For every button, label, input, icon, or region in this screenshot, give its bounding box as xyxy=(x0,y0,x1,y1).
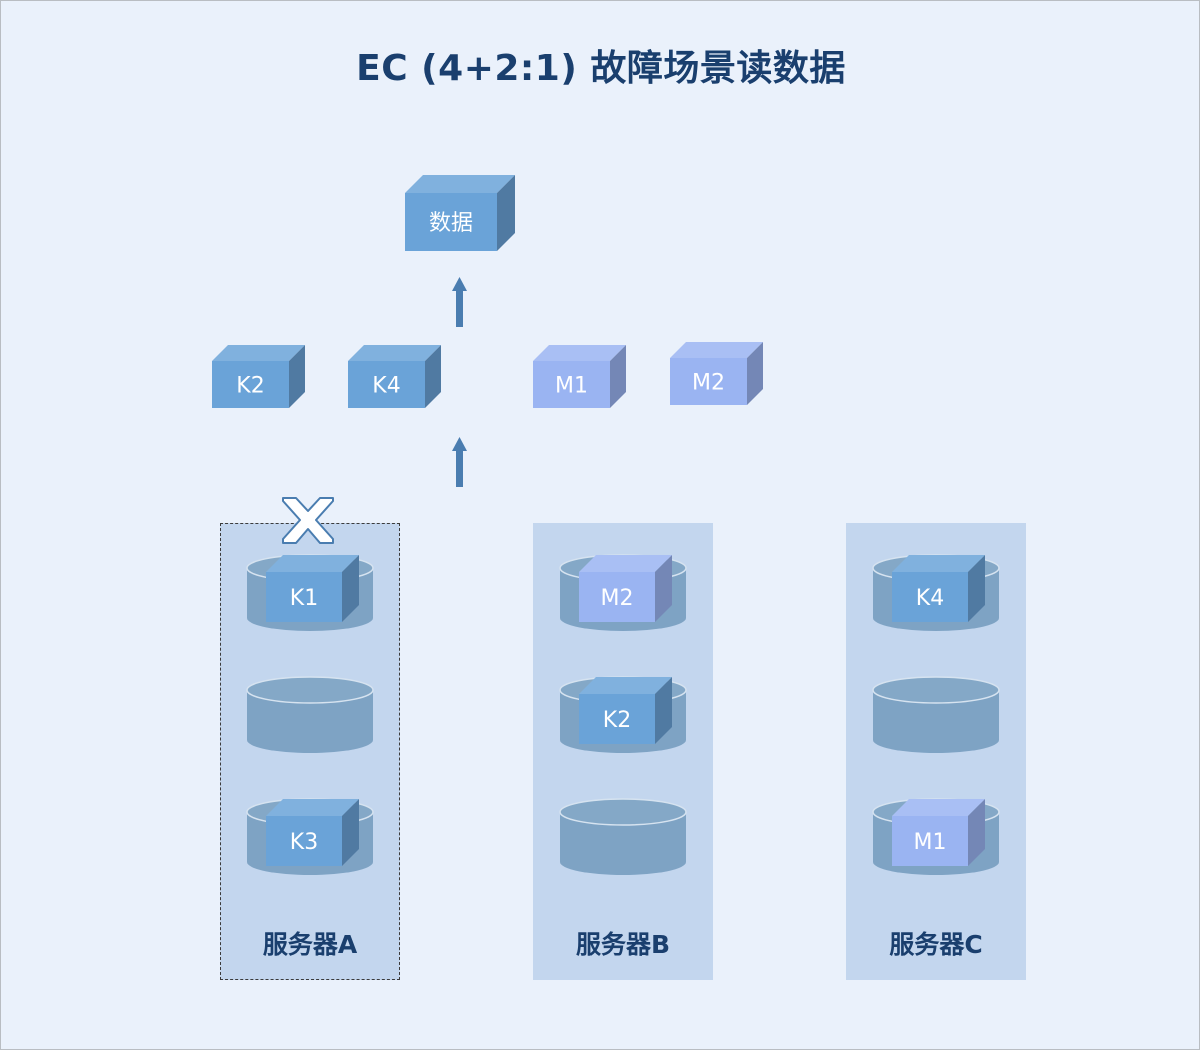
block-label: K4 xyxy=(916,586,944,611)
stored-block-k2: K2 xyxy=(579,677,672,744)
block-label: K4 xyxy=(372,373,400,398)
disk-c-2 xyxy=(872,676,1000,753)
arrow-up-icon xyxy=(452,437,467,487)
server-a-label: 服务器A xyxy=(262,930,358,959)
server-c-label: 服务器C xyxy=(889,930,983,959)
block-label: M1 xyxy=(914,830,947,855)
read-block-k4: K4 xyxy=(348,345,441,408)
block-label: M1 xyxy=(555,373,588,398)
stored-block-k4: K4 xyxy=(892,555,985,622)
block-label: K2 xyxy=(603,708,631,733)
block-label: 数据 xyxy=(429,211,473,236)
block-label: M2 xyxy=(692,370,725,395)
disk-b-3 xyxy=(559,798,687,875)
block-label: M2 xyxy=(601,586,634,611)
stored-block-m1: M1 xyxy=(892,799,985,866)
stored-block-k1: K1 xyxy=(266,555,359,622)
read-block-m2: M2 xyxy=(670,342,763,405)
failure-x-icon xyxy=(282,497,334,544)
block-label: K1 xyxy=(290,586,318,611)
server-b-label: 服务器B xyxy=(575,930,671,959)
disk-a-2 xyxy=(246,676,374,753)
block-label: K3 xyxy=(290,830,318,855)
read-block-m1: M1 xyxy=(533,345,626,408)
diagram-title: EC (4+2:1) 故障场景读数据 xyxy=(356,48,846,89)
data-result-block: 数据 xyxy=(405,175,515,251)
stored-block-m2: M2 xyxy=(579,555,672,622)
read-block-k2: K2 xyxy=(212,345,305,408)
arrow-up-icon xyxy=(452,277,467,327)
block-label: K2 xyxy=(236,373,264,398)
stored-block-k3: K3 xyxy=(266,799,359,866)
